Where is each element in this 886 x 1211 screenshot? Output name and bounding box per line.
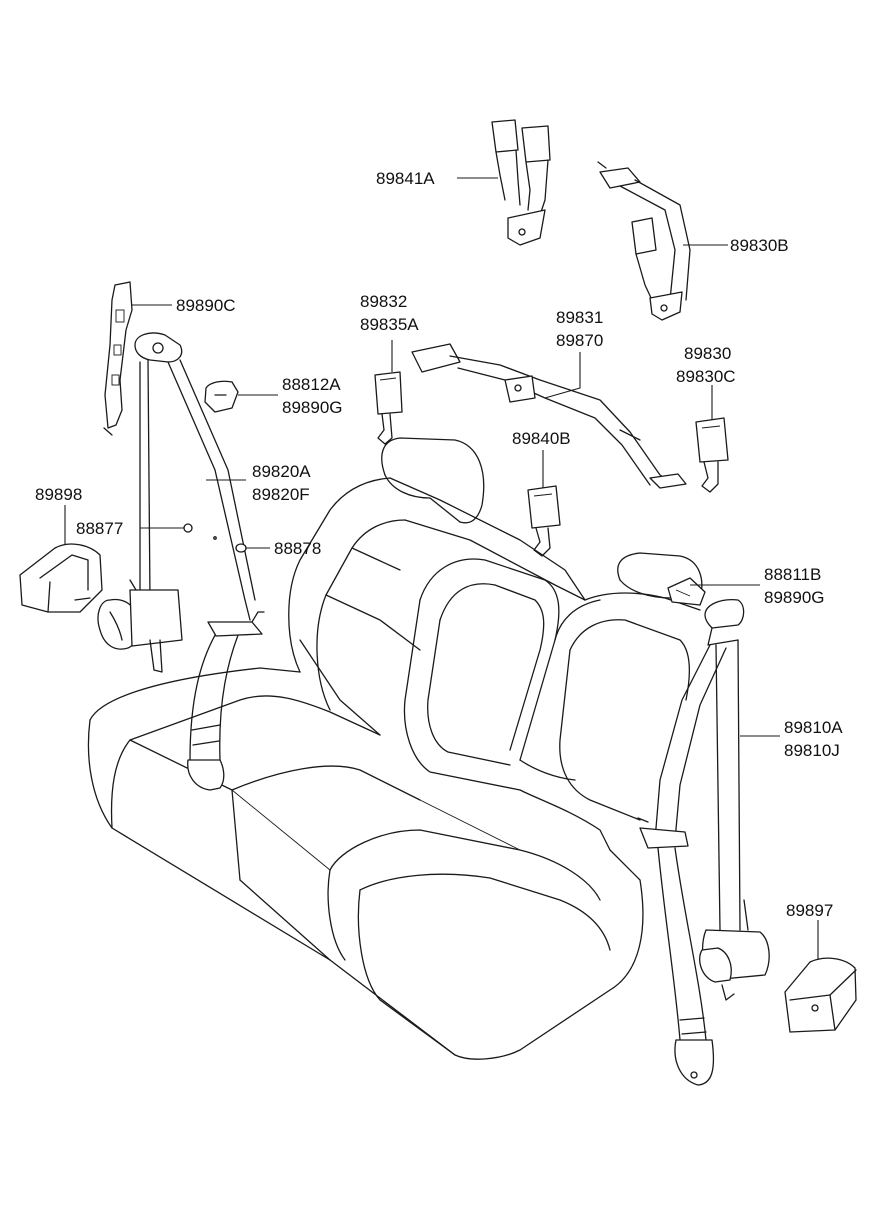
label-89840B: 89840B: [512, 429, 571, 448]
retractor-cover-89898: [19, 543, 103, 613]
right-retractor-belt: [637, 577, 770, 1086]
double-buckle-89841A: [491, 119, 551, 246]
part-labels: 89841A 89830B 89890C 89832 89835A 89831 …: [35, 169, 843, 920]
buckle-89840B: [527, 485, 561, 557]
label-89898: 89898: [35, 485, 82, 504]
label-89897: 89897: [786, 901, 833, 920]
label-89841A: 89841A: [376, 169, 435, 188]
label-88877: 88877: [76, 519, 123, 538]
rear-seat-assembly: [87, 437, 703, 1060]
lap-belt-89831: [411, 343, 687, 489]
buckle-89832: [374, 371, 403, 445]
center-belt-89830B: [597, 161, 691, 321]
label-89890G-upper: 89890G: [282, 398, 343, 417]
label-89810A: 89810A: [784, 718, 843, 737]
label-89810J: 89810J: [784, 741, 840, 760]
label-88811B: 88811B: [764, 565, 821, 584]
label-88812A: 88812A: [282, 375, 341, 394]
label-89830C: 89830C: [676, 367, 736, 386]
label-88878: 88878: [274, 539, 321, 558]
left-upper-bracket: [103, 281, 133, 436]
label-89890C: 89890C: [176, 296, 236, 315]
buckle-89830: [695, 417, 729, 493]
label-89870: 89870: [556, 331, 603, 350]
cover-88812A: [204, 380, 239, 413]
label-89835A: 89835A: [360, 315, 419, 334]
label-89832: 89832: [360, 292, 407, 311]
leader-lines: [64, 177, 819, 960]
label-89830B: 89830B: [730, 236, 789, 255]
left-retractor-belt: [97, 332, 265, 791]
label-89831: 89831: [556, 308, 603, 327]
label-89830: 89830: [684, 344, 731, 363]
retractor-cover-89897: [784, 957, 857, 1033]
label-89890G-lower: 89890G: [764, 588, 825, 607]
label-89820A: 89820A: [252, 462, 311, 481]
label-89820F: 89820F: [252, 485, 310, 504]
